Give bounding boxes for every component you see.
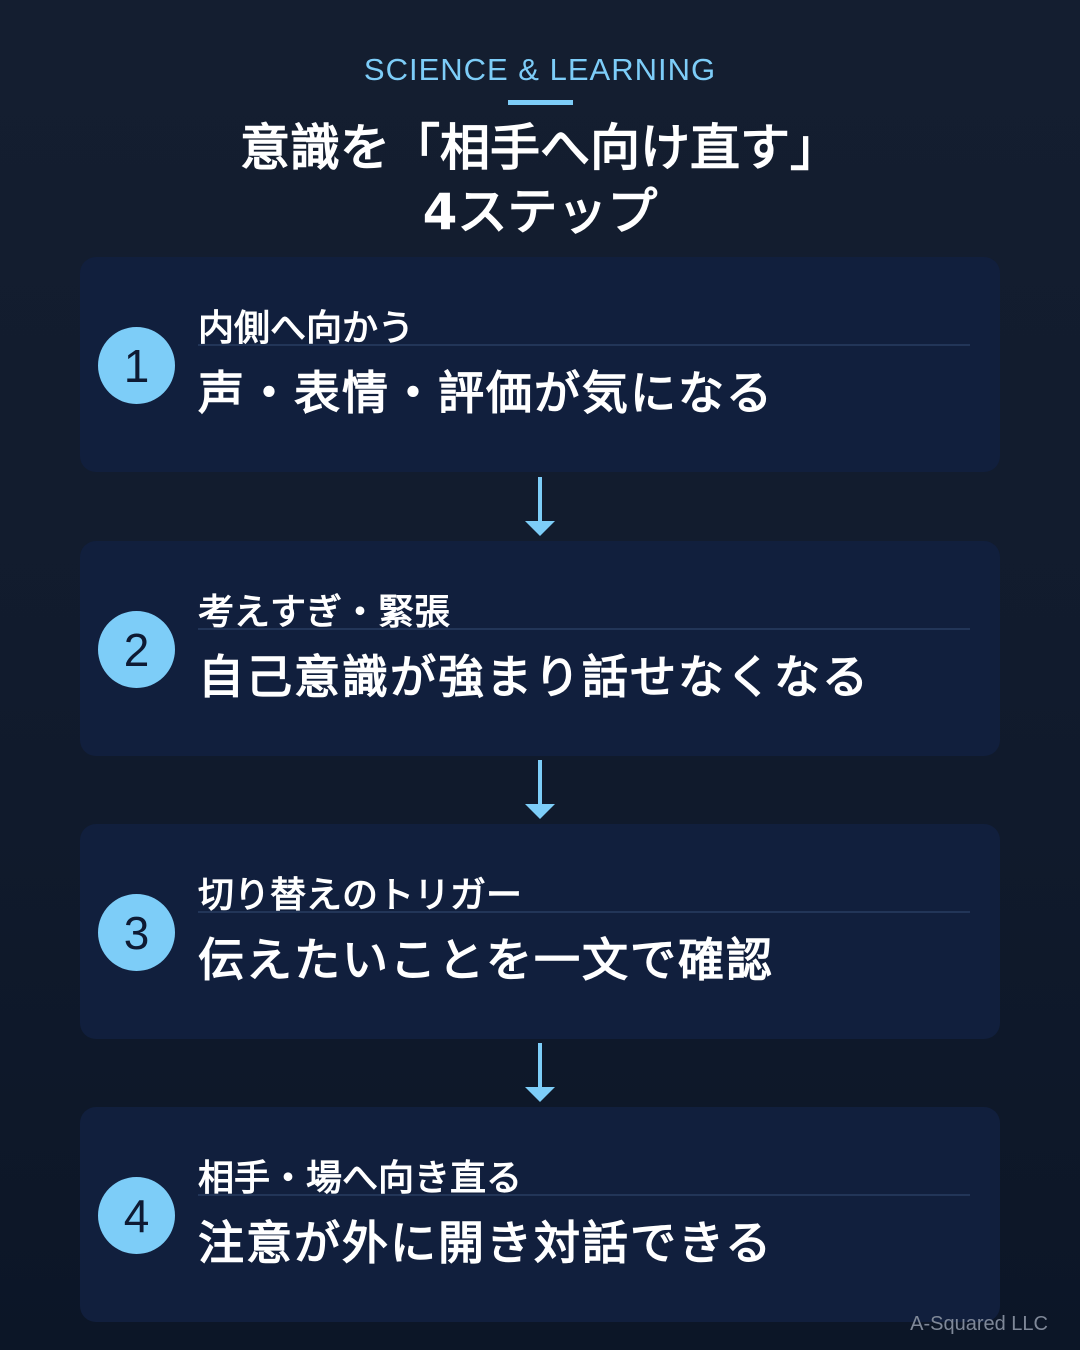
arrow-down-icon xyxy=(525,477,555,536)
step-divider xyxy=(198,1194,970,1196)
step-subtitle: 考えすぎ・緊張 xyxy=(198,592,451,633)
step-subtitle: 切り替えのトリガー xyxy=(198,875,523,916)
eyebrow-label: SCIENCE & LEARNING xyxy=(363,52,717,87)
step-number-badge: 3 xyxy=(98,894,175,971)
step-text: 自己意識が強まり話せなくなる xyxy=(198,650,870,704)
step-divider xyxy=(198,344,970,346)
eyebrow-underline xyxy=(508,100,573,105)
step-divider xyxy=(198,911,970,913)
step-number-badge: 1 xyxy=(98,327,175,404)
step-card-4: 4 相手・場へ向き直る 注意が外に開き対話できる xyxy=(80,1107,1000,1322)
step-number-badge: 2 xyxy=(98,611,175,688)
step-divider xyxy=(198,628,970,630)
step-card-1: 1 内側へ向かう 声・表情・評価が気になる xyxy=(80,257,1000,472)
title-line-1: 意識を「相手へ向け直す」 xyxy=(240,119,840,177)
step-text: 声・表情・評価が気になる xyxy=(198,366,774,420)
title-line-2: 4ステップ xyxy=(422,183,658,241)
step-number-badge: 4 xyxy=(98,1177,175,1254)
step-text: 注意が外に開き対話できる xyxy=(198,1216,774,1270)
page-title: 意識を「相手へ向け直す」 4ステップ xyxy=(0,116,1080,244)
step-subtitle: 内側へ向かう xyxy=(198,308,415,349)
step-subtitle: 相手・場へ向き直る xyxy=(198,1158,523,1199)
step-text: 伝えたいことを一文で確認 xyxy=(198,933,774,987)
step-card-2: 2 考えすぎ・緊張 自己意識が強まり話せなくなる xyxy=(80,541,1000,756)
arrow-down-icon xyxy=(525,1043,555,1102)
step-card-3: 3 切り替えのトリガー 伝えたいことを一文で確認 xyxy=(80,824,1000,1039)
arrow-down-icon xyxy=(525,760,555,819)
credit-label: A-Squared LLC xyxy=(910,1313,1048,1335)
